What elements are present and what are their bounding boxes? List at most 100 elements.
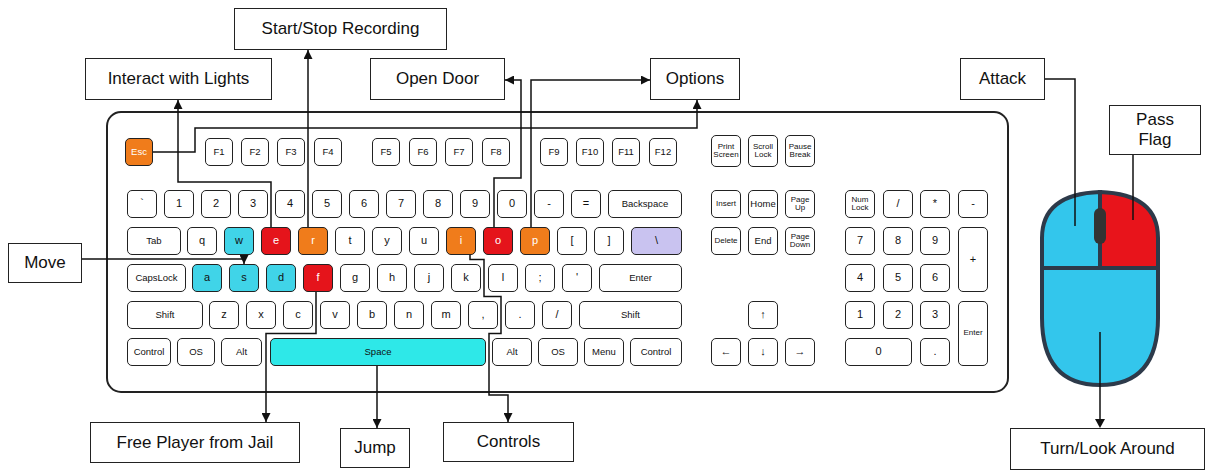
key-label: F5 xyxy=(380,147,391,157)
key-label: Alt xyxy=(506,347,517,357)
keyboard-key: Shift xyxy=(579,301,682,329)
keyboard-key: 5 xyxy=(312,190,342,218)
keyboard-key: F7 xyxy=(445,138,473,166)
keyboard-key: F9 xyxy=(540,138,568,166)
keyboard-key: ← xyxy=(711,338,741,366)
key-label: Page Down xyxy=(787,233,813,250)
callout-label: Free Player from Jail xyxy=(117,433,274,453)
key-label: ← xyxy=(721,346,732,358)
keyboard-key: x xyxy=(246,301,276,329)
key-label: = xyxy=(583,198,589,210)
keyboard-key: 0 xyxy=(497,190,527,218)
callout-label: Move xyxy=(24,253,66,273)
key-label: 8 xyxy=(435,198,441,210)
key-label: F7 xyxy=(453,147,464,157)
key-label: Space xyxy=(365,347,392,357)
keyboard-key: d xyxy=(266,264,296,292)
keyboard-key: → xyxy=(785,338,815,366)
key-label: Tab xyxy=(146,236,161,246)
keyboard-key: Menu xyxy=(584,338,624,366)
keyboard-key: h xyxy=(377,264,407,292)
key-label: n xyxy=(406,309,412,321)
key-label: y xyxy=(384,235,390,247)
key-label: z xyxy=(221,309,227,321)
key-label: CapsLock xyxy=(135,273,177,283)
keyboard-key: Enter xyxy=(599,264,682,292)
keyboard-key: Enter xyxy=(958,301,988,366)
callout-label: Jump xyxy=(354,438,396,458)
key-label: 0 xyxy=(509,198,515,210)
keyboard-key: p xyxy=(520,227,550,255)
key-label: e xyxy=(273,235,279,247)
key-label: Num Lock xyxy=(847,196,873,213)
key-label: 5 xyxy=(895,272,901,284)
key-label: ' xyxy=(576,272,578,284)
keyboard-key: 9 xyxy=(920,227,950,255)
left-mouse-button xyxy=(1042,192,1100,268)
key-label: Enter xyxy=(963,329,982,337)
keyboard-key: n xyxy=(394,301,424,329)
keyboard-key: F1 xyxy=(205,138,233,166)
key-label: F9 xyxy=(548,147,559,157)
key-label: , xyxy=(481,309,484,321)
key-label: ; xyxy=(538,272,541,284)
key-label: Enter xyxy=(629,273,652,283)
keyboard-key: . xyxy=(505,301,535,329)
keyboard-key: ↓ xyxy=(748,338,778,366)
keyboard-key: , xyxy=(468,301,498,329)
key-label: Shift xyxy=(155,310,174,320)
key-label: 7 xyxy=(398,198,404,210)
keyboard-key: 8 xyxy=(423,190,453,218)
key-label: OS xyxy=(551,347,565,357)
keyboard-key: Page Down xyxy=(785,227,815,255)
keyboard-key: g xyxy=(340,264,370,292)
callout-label: Pass Flag xyxy=(1118,110,1192,150)
key-label: [ xyxy=(570,235,573,247)
keyboard-key: q xyxy=(187,227,217,255)
keyboard-key: Alt xyxy=(492,338,532,366)
key-label: i xyxy=(460,235,462,247)
key-label: l xyxy=(502,272,504,284)
key-label: Menu xyxy=(592,347,616,357)
key-label: Pause Break xyxy=(787,143,813,160)
keyboard-key: v xyxy=(320,301,350,329)
keyboard-key: = xyxy=(571,190,601,218)
key-label: F4 xyxy=(322,147,333,157)
key-label: 1 xyxy=(176,198,182,210)
keyboard-key: F10 xyxy=(576,138,604,166)
callout-box: Interact with Lights xyxy=(85,58,272,100)
key-label: 3 xyxy=(932,309,938,321)
keyboard-key: z xyxy=(209,301,239,329)
keyboard-key: F5 xyxy=(372,138,400,166)
key-label: 2 xyxy=(213,198,219,210)
key-label: - xyxy=(547,198,551,210)
key-label: h xyxy=(389,272,395,284)
key-label: r xyxy=(311,235,315,247)
key-label: ] xyxy=(607,235,610,247)
key-label: F1 xyxy=(213,147,224,157)
callout-box: Attack xyxy=(960,58,1045,100)
keyboard-key: OS xyxy=(177,338,215,366)
keyboard-key: u xyxy=(409,227,439,255)
keyboard-key: ] xyxy=(594,227,624,255)
key-label: w xyxy=(235,235,243,247)
keyboard-key: b xyxy=(357,301,387,329)
keyboard-key: 7 xyxy=(845,227,875,255)
key-label: F2 xyxy=(249,147,260,157)
keyboard-key: . xyxy=(920,338,950,366)
keyboard-key: i xyxy=(446,227,476,255)
keyboard-key: y xyxy=(372,227,402,255)
key-label: . xyxy=(933,346,936,358)
key-label: 7 xyxy=(857,235,863,247)
keyboard-key: F4 xyxy=(314,138,342,166)
key-label: 9 xyxy=(472,198,478,210)
callout-box: Jump xyxy=(340,428,410,468)
keyboard-outline xyxy=(107,112,1008,392)
key-label: 8 xyxy=(895,235,901,247)
key-label: u xyxy=(421,235,427,247)
keyboard-key: Num Lock xyxy=(845,190,875,218)
keyboard-key: Insert xyxy=(711,190,741,218)
key-label: t xyxy=(348,235,351,247)
keyboard-key: Delete xyxy=(711,227,741,255)
